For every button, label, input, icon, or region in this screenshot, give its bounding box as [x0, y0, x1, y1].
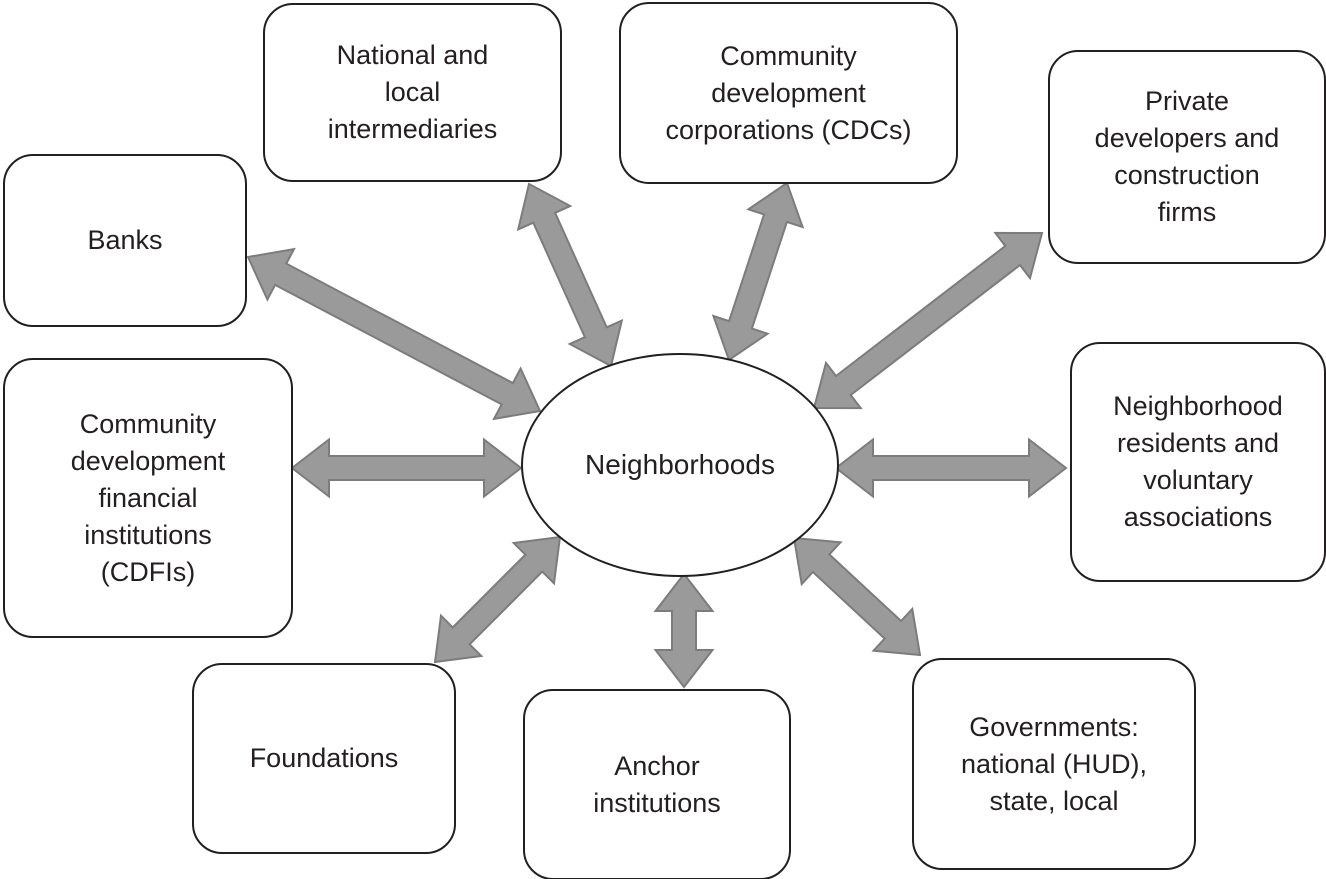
- node-cdcs: Community development corporations (CDCs…: [619, 2, 958, 184]
- arrow-foundations-neighborhoods: [433, 535, 562, 664]
- node-cdfis: Community development financial institut…: [3, 358, 293, 638]
- node-label: Anchor institutions: [593, 750, 721, 818]
- arrow-anchor-institutions-neighborhoods: [653, 572, 715, 689]
- arrow-cdcs-neighborhoods: [711, 181, 805, 362]
- node-foundations: Foundations: [192, 663, 456, 854]
- node-label: National and local intermediaries: [327, 40, 498, 144]
- node-label: Foundations: [249, 743, 399, 773]
- node-label: Private developers and construction firm…: [1094, 86, 1280, 227]
- node-label: Community development corporations (CDCs…: [665, 40, 912, 145]
- arrow-national-intermediaries-neighborhoods: [516, 182, 624, 368]
- node-label: Governments: national (HUD), state, loca…: [960, 711, 1148, 816]
- node-anchor-institutions: Anchor institutions: [523, 689, 791, 879]
- center-node-label: Neighborhoods: [585, 449, 775, 480]
- node-label: Community development financial institut…: [70, 408, 226, 587]
- node-label: Banks: [87, 225, 163, 255]
- node-label: Neighborhood residents and voluntary ass…: [1113, 391, 1283, 532]
- node-neighborhoods: Neighborhoods: [521, 353, 839, 577]
- node-banks: Banks: [3, 154, 247, 327]
- arrow-neighborhood-residents-neighborhoods: [834, 437, 1068, 499]
- node-national-intermediaries: National and local intermediaries: [263, 3, 562, 182]
- arrow-private-developers-neighborhoods: [812, 231, 1044, 410]
- node-governments: Governments: national (HUD), state, loca…: [912, 658, 1196, 870]
- arrow-governments-neighborhoods: [792, 536, 922, 657]
- arrow-cdfis-neighborhoods: [290, 437, 523, 499]
- node-neighborhood-residents: Neighborhood residents and voluntary ass…: [1070, 342, 1326, 582]
- node-private-developers: Private developers and construction firm…: [1048, 50, 1326, 264]
